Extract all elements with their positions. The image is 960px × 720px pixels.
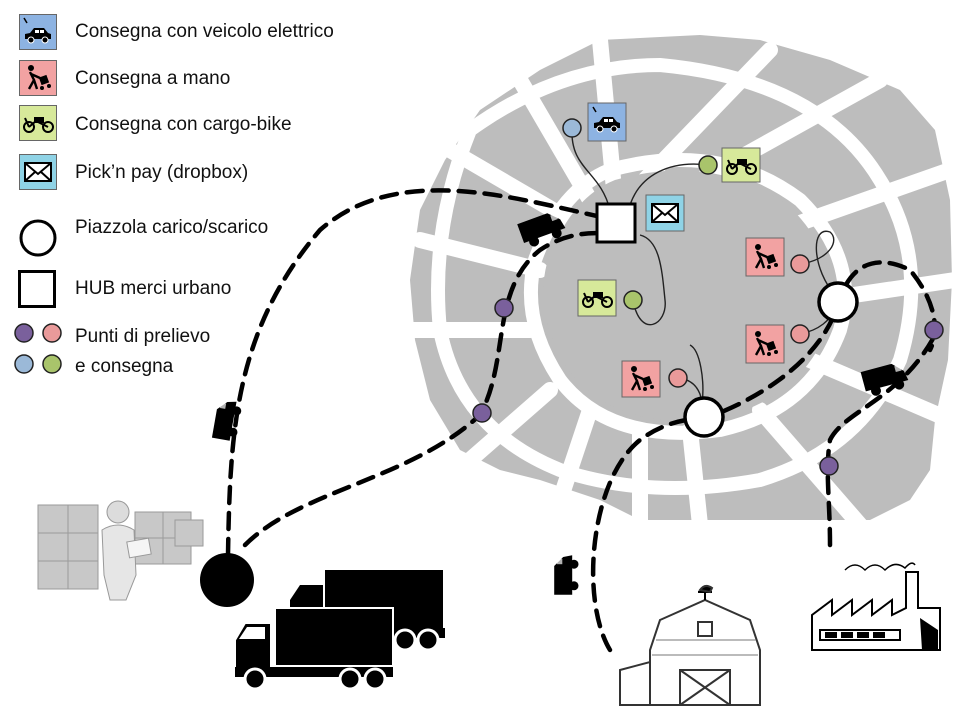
legend-label-cargo-bike: Consegna con cargo-bike bbox=[75, 114, 292, 135]
legend-item-hand-delivery bbox=[19, 60, 57, 96]
hand-trolley-icon bbox=[745, 237, 785, 277]
circle-icon bbox=[19, 219, 57, 257]
point-pink bbox=[790, 254, 810, 274]
cargo-bike-icon bbox=[19, 105, 57, 141]
hand-trolley-icon bbox=[745, 324, 785, 364]
legend: Consegna con veicolo elettrico Consegna … bbox=[0, 0, 420, 400]
map-badges bbox=[577, 102, 785, 398]
trucks-icon bbox=[234, 570, 445, 691]
hand-trolley-icon bbox=[621, 360, 661, 398]
legend-label-electric-vehicle: Consegna con veicolo elettrico bbox=[75, 21, 334, 42]
pickup-points bbox=[472, 118, 944, 476]
legend-item-cargo-bike bbox=[19, 105, 57, 141]
electric-car-icon bbox=[19, 14, 57, 50]
loading-bay-circle bbox=[683, 396, 725, 438]
route-depot-to-hub bbox=[225, 188, 618, 558]
legend-item-urban-hub bbox=[18, 270, 56, 308]
legend-label-points-line1: Punti di prelievo bbox=[75, 326, 211, 347]
electric-car-icon bbox=[587, 102, 627, 142]
warehouse-worker-icon bbox=[37, 500, 204, 601]
point-green bbox=[698, 155, 718, 175]
point-blue bbox=[562, 118, 582, 138]
route-depot-to-ring bbox=[242, 230, 618, 548]
cargo-bike-icon bbox=[577, 279, 617, 317]
legend-item-points bbox=[12, 322, 72, 378]
point-purple bbox=[472, 403, 492, 423]
cargo-bike-icon bbox=[721, 147, 761, 183]
point-green bbox=[623, 290, 643, 310]
legend-label-dropbox: Pick’n pay (dropbox) bbox=[75, 162, 249, 183]
loading-bay-circle bbox=[817, 281, 859, 323]
envelope-icon bbox=[645, 194, 685, 232]
point-pink bbox=[668, 368, 688, 388]
legend-item-loading-bay bbox=[18, 218, 58, 258]
legend-item-electric-vehicle bbox=[19, 14, 57, 50]
hand-trolley-icon bbox=[19, 60, 57, 96]
barn-icon bbox=[619, 584, 761, 706]
routes bbox=[225, 188, 938, 653]
route-ring bbox=[697, 260, 938, 423]
point-purple bbox=[494, 298, 514, 318]
route-farm bbox=[590, 415, 703, 653]
legend-item-dropbox bbox=[19, 154, 57, 190]
legend-label-points-line2: e consegna bbox=[75, 356, 174, 377]
point-purple bbox=[819, 456, 839, 476]
depot-circle bbox=[200, 553, 254, 607]
envelope-icon bbox=[19, 154, 57, 190]
legend-label-hand-delivery: Consegna a mano bbox=[75, 68, 231, 89]
point-purple bbox=[924, 320, 944, 340]
square-icon bbox=[18, 270, 56, 308]
route-factory bbox=[825, 332, 938, 548]
point-pink bbox=[790, 324, 810, 344]
legend-label-urban-hub: HUB merci urbano bbox=[75, 278, 232, 299]
factory-icon bbox=[811, 562, 941, 651]
legend-label-loading-bay: Piazzola carico/scarico bbox=[75, 217, 269, 238]
pickup-points-icon bbox=[14, 323, 62, 374]
urban-hub-square bbox=[595, 202, 637, 244]
